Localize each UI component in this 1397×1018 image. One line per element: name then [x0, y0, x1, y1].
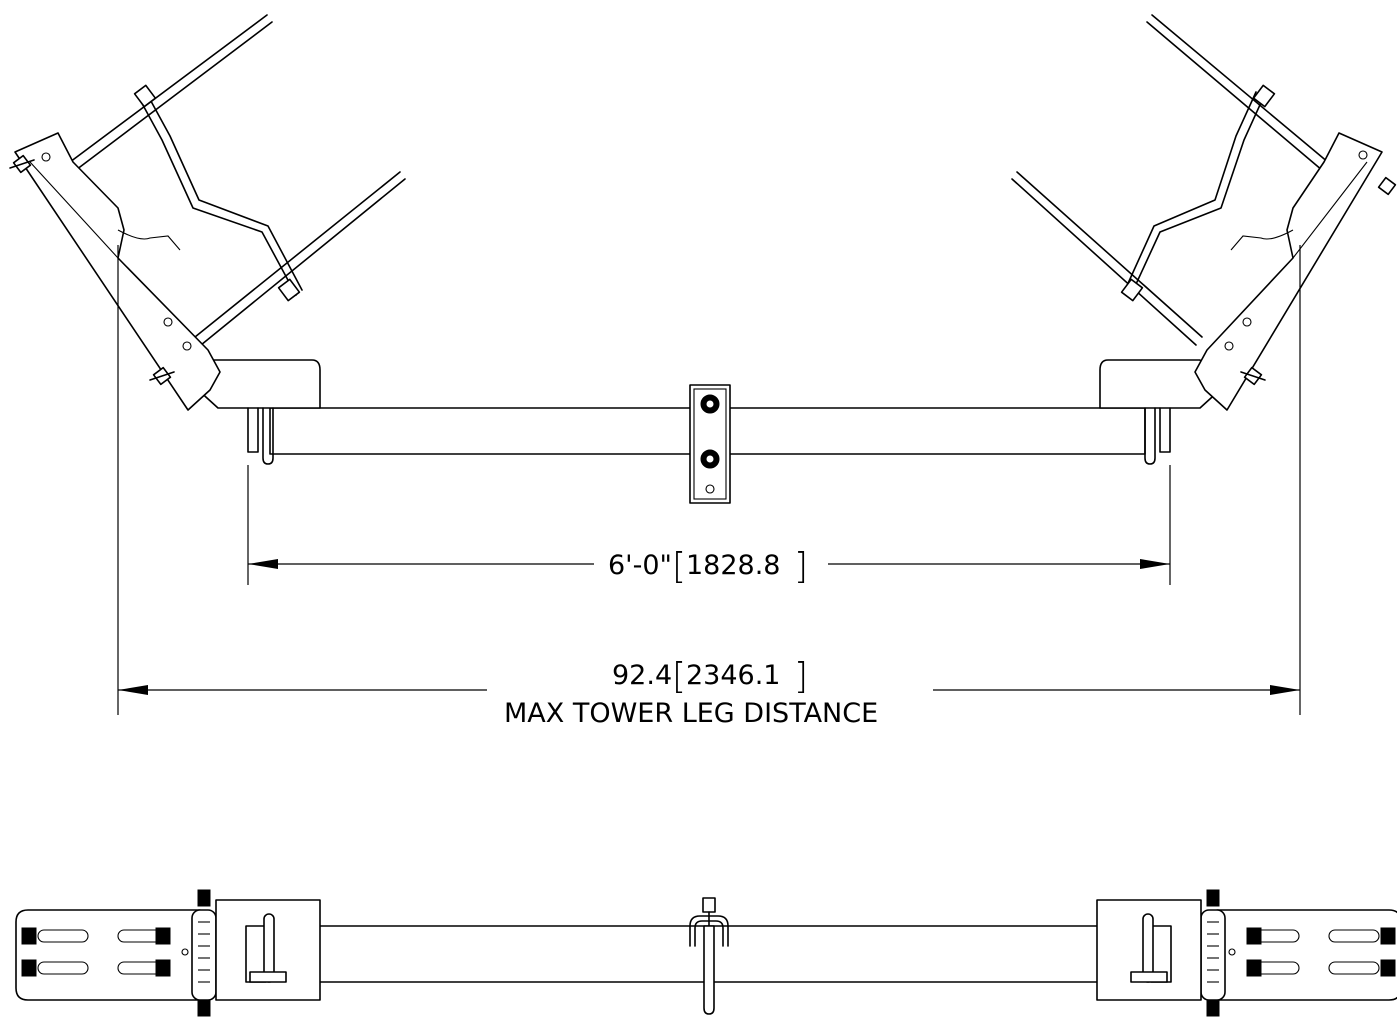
- top-view: [9, 14, 1397, 504]
- tower-leg-metric: 2346.1: [686, 660, 780, 691]
- right-leg-clamp: [1011, 14, 1397, 411]
- tower-leg-caption: MAX TOWER LEG DISTANCE: [504, 698, 878, 729]
- dimension-tower-leg: 92.4 [ 2346.1 ] MAX TOWER LEG DISTANCE: [117, 245, 1301, 729]
- mount-width-metric: 1828.8: [686, 550, 780, 581]
- left-end-plate: [15, 889, 321, 1017]
- left-leg-clamp: [9, 14, 406, 411]
- bracket-close: ]: [794, 656, 808, 697]
- bracket-open: [: [672, 656, 686, 697]
- right-end-plate: [1096, 889, 1397, 1017]
- front-view: [15, 889, 1397, 1017]
- left-u-bolt: [247, 407, 274, 465]
- bracket-open: [: [672, 546, 686, 587]
- right-u-bolt: [1144, 407, 1171, 465]
- center-u-bolt: [689, 897, 729, 1015]
- dimension-mount-width: 6'-0" [ 1828.8 ]: [247, 465, 1171, 587]
- mount-width-imperial: 6'-0": [608, 550, 672, 581]
- center-clamp: [689, 384, 731, 504]
- bracket-close: ]: [794, 546, 808, 587]
- tower-leg-imperial: 92.4: [612, 660, 672, 691]
